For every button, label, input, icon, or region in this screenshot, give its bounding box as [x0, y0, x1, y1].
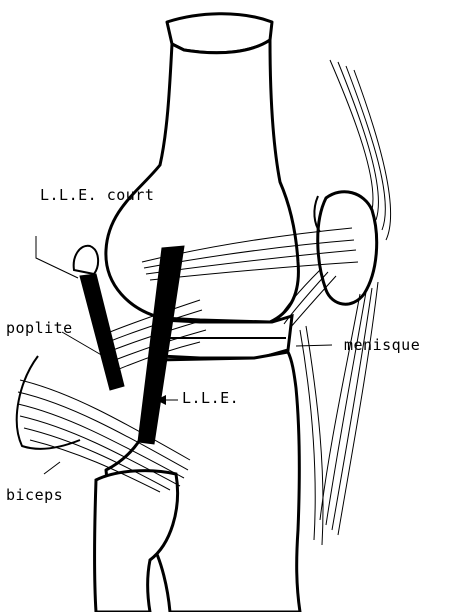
fibula: [95, 471, 178, 612]
ligament-knob: [74, 246, 98, 274]
label-menisque: menisque: [344, 337, 420, 353]
label-lle: L.L.E.: [182, 390, 239, 406]
patella: [314, 192, 376, 304]
meniscus: [160, 316, 292, 358]
femur: [106, 14, 299, 322]
label-poplite: poplite: [6, 320, 73, 336]
label-biceps: biceps: [6, 487, 63, 503]
label-lle-court: L.L.E. court: [40, 187, 154, 203]
